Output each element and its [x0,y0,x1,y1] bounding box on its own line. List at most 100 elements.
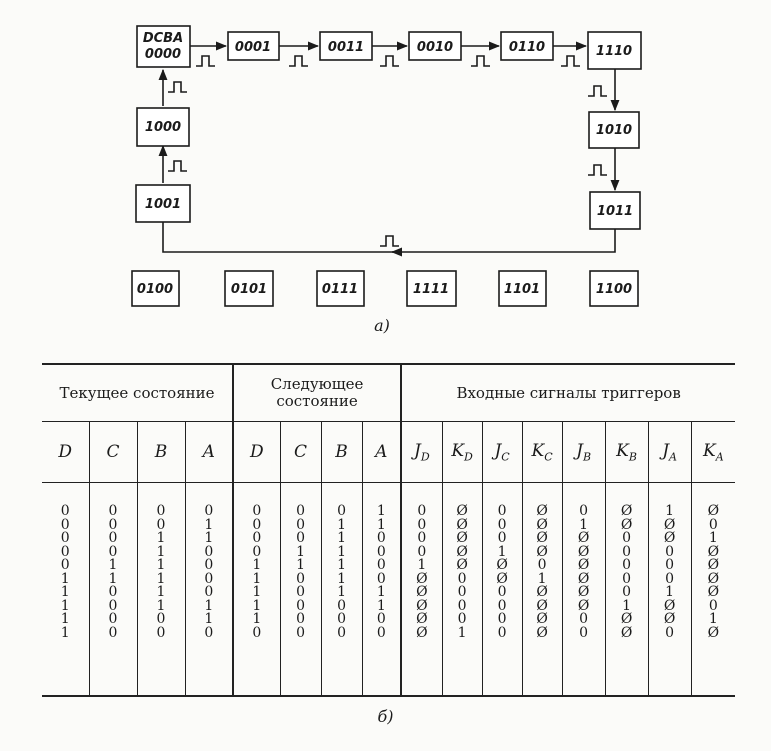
table-cell: 1 [337,584,346,600]
table-cell: 1 [337,543,346,560]
table-cell: Ø [663,516,676,533]
column-header: B [321,421,363,483]
svg-text:0001: 0001 [235,40,271,55]
svg-text:0010: 0010 [417,40,453,55]
table-cell: 0 [337,597,346,614]
table-cell: Ø [456,516,468,533]
table-cell: Ø [536,503,548,519]
table-cell: Ø [536,624,548,641]
table-cell: 0 [296,530,305,546]
table-cell: Ø [416,624,428,641]
table-cell: 1 [156,597,166,614]
table-cell: 0 [60,557,70,573]
column-header: A [362,421,403,483]
table-cell: Ø [620,503,633,519]
unused-state-box: 0101 [224,270,274,307]
column-header: JB [562,421,606,483]
table-cell: 0 [497,503,507,519]
table-cell: 1 [204,530,214,546]
table-cell: 1 [252,597,262,614]
table-cell: Ø [536,597,548,614]
state-box: 1010 [588,111,640,149]
table-cell: 0 [622,584,632,600]
column-header: D [42,421,90,483]
table-cell: 0 [108,503,118,519]
table-cell: 1 [252,570,262,587]
table-cell: 1 [156,557,166,573]
table-cell: 1 [708,611,718,627]
table-cell: 1 [204,516,214,533]
svg-text:0101: 0101 [231,282,267,297]
table-cell: 0 [337,611,346,627]
table-cell: Ø [496,570,508,587]
table-cell: Ø [536,543,548,560]
table-cell: 1 [457,624,467,641]
table-cell: 0 [376,624,386,641]
table-cell: 0 [296,611,305,627]
svg-text:0100: 0100 [137,282,173,297]
svg-text:1000: 1000 [145,120,181,135]
table-cell: Ø [707,543,720,560]
table-cell: 1 [296,543,305,560]
table-cell: 0 [665,543,675,560]
table-cell: 0 [337,624,346,641]
table-cell: 0 [497,530,507,546]
pulse-icon [561,55,580,67]
table-cell: 0 [457,570,467,587]
table-cell: 0 [497,597,507,614]
column-header: JC [482,421,523,483]
state-box: 0011 [319,31,373,61]
pulse-icon [588,85,607,97]
table-cell: Ø [496,557,508,573]
table-cell: 0 [252,624,262,641]
group-header-inputs: Входные сигналы триггеров [456,383,681,402]
state-box: 1001 [135,184,191,223]
table-cell: Ø [707,503,720,519]
table-cell: Ø [663,611,676,627]
column-header: KB [605,421,649,483]
table-cell: 0 [497,611,507,627]
table-cell: Ø [620,624,633,641]
table-cell: Ø [577,570,590,587]
table-cell: 0 [665,557,675,573]
table-cell: 0 [417,530,427,546]
table-cell: Ø [577,530,590,546]
svg-text:1111: 1111 [413,282,449,297]
column-header: C [280,421,322,483]
table-cell: 0 [622,530,632,546]
table-cell: 0 [108,543,118,560]
table-cell: 1 [60,597,70,614]
table-cell: 0 [108,624,118,641]
column-header: D [233,421,281,483]
table-cell: 0 [296,624,305,641]
table-cell: 0 [417,516,427,533]
table-cell: 0 [708,597,718,614]
table-cell: 0 [156,503,166,519]
state-box: 0110 [500,31,554,61]
table-cell: Ø [456,503,468,519]
table-cell: Ø [416,597,428,614]
table-cell: 0 [60,543,70,560]
table-cell: 1 [60,611,70,627]
table-cell: 1 [537,570,547,587]
table-cell: Ø [577,584,590,600]
state-box-initial: DCBA 0000 [136,25,191,68]
table-cell: 0 [252,530,262,546]
table-cell: Ø [577,597,590,614]
svg-text:1110: 1110 [596,44,632,59]
column-header: JA [648,421,692,483]
pulse-icon [196,55,215,67]
group-header-next: Следующее состояние [233,364,403,422]
table-cell: 1 [497,543,507,560]
table-cell: 0 [252,503,262,519]
table-cell: 1 [60,584,70,600]
table-cell: 0 [622,570,632,587]
table-cell: 0 [376,543,386,560]
table-cell: 0 [156,624,166,641]
